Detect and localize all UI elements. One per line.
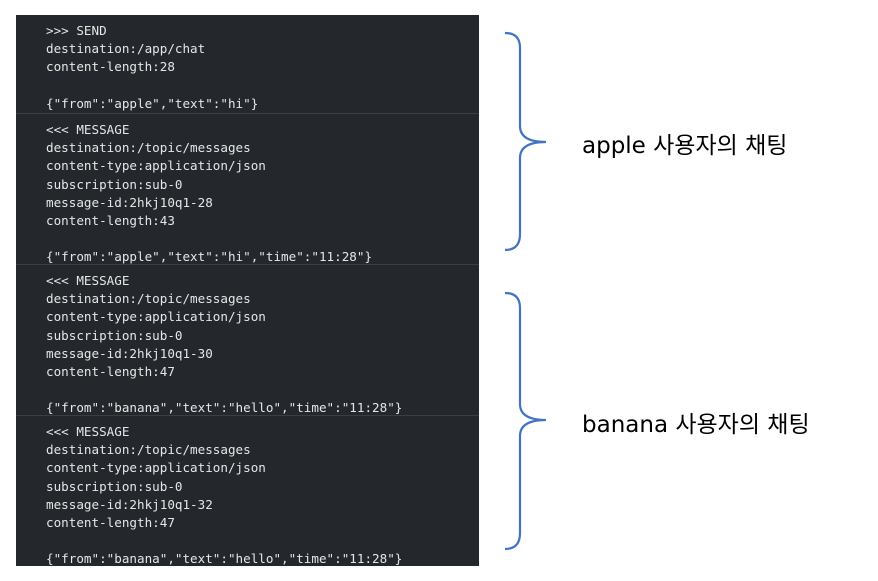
websocket-frame-log: >>> SEND destination:/app/chat content-l… [16,15,479,566]
frame-text: <<< MESSAGE destination:/topic/messages … [46,424,403,566]
frame-text: <<< MESSAGE destination:/topic/messages … [46,273,403,416]
frame-message-apple: <<< MESSAGE destination:/topic/messages … [16,113,479,264]
frame-message-banana-1: <<< MESSAGE destination:/topic/messages … [16,264,479,415]
frame-text: <<< MESSAGE destination:/topic/messages … [46,122,373,265]
apple-brace [504,31,547,252]
banana-brace [504,291,547,551]
apple-chat-label: apple 사용자의 채팅 [582,133,788,159]
frame-send-apple: >>> SEND destination:/app/chat content-l… [16,15,479,113]
frame-text: >>> SEND destination:/app/chat content-l… [46,23,259,111]
frame-message-banana-2: <<< MESSAGE destination:/topic/messages … [16,415,479,566]
banana-chat-label: banana 사용자의 채팅 [582,412,810,438]
